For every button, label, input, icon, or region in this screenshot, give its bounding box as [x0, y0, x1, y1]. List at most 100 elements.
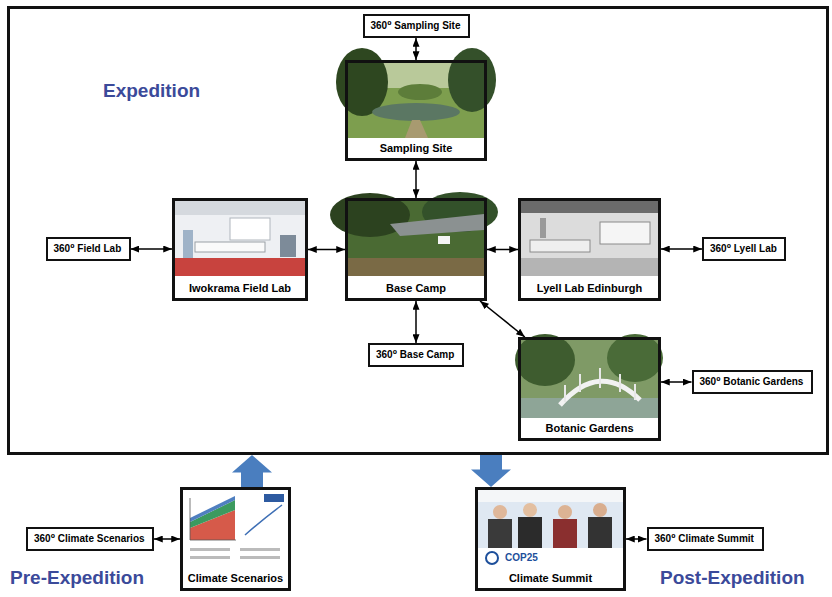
- tree: [607, 334, 663, 382]
- text-line: [190, 548, 230, 551]
- scene-caption: Climate Scenarios: [183, 568, 288, 588]
- banner: [478, 548, 623, 568]
- bush: [398, 84, 442, 100]
- tree: [336, 48, 388, 116]
- head: [558, 505, 572, 519]
- tree: [448, 48, 496, 112]
- cabinet: [600, 222, 650, 244]
- cabinet: [183, 230, 193, 258]
- view-360-label: 360⁰ Climate Scenarios: [34, 529, 146, 549]
- device: [280, 235, 296, 257]
- scene-box: Climate Summit: [475, 487, 626, 591]
- scene-caption: Iwokrama Field Lab: [175, 278, 305, 298]
- view-360-label: 360⁰ Field Lab: [54, 239, 123, 259]
- scene-box: Iwokrama Field Lab: [172, 198, 308, 301]
- link-arrow: [415, 161, 417, 198]
- link-arrow: [487, 249, 518, 251]
- scene-caption: Sampling Site: [348, 138, 484, 158]
- view-360-label: 360⁰ Climate Summit: [655, 529, 756, 549]
- view-360-label: 360⁰ Botanic Gardens: [700, 372, 805, 392]
- view-360-box: 360⁰ Botanic Gardens: [692, 370, 813, 394]
- edges: [131, 38, 703, 539]
- axes: [190, 498, 236, 540]
- link-arrow: [661, 248, 702, 250]
- pond: [372, 103, 460, 121]
- phase-label: Post-Expedition: [660, 567, 805, 589]
- logo-text: COP25: [503, 551, 540, 565]
- view-360-label: 360⁰ Base Camp: [376, 345, 456, 365]
- bench: [530, 240, 590, 252]
- badge: [264, 494, 284, 502]
- scene-caption: Base Camp: [348, 278, 484, 298]
- block-arrow: [471, 455, 511, 487]
- scene-box: Lyell Lab Edinburgh: [518, 198, 661, 301]
- scene-box: Base Camp: [345, 198, 487, 301]
- lyell-lab-picture: [521, 201, 658, 276]
- scene-box: Botanic Gardens: [518, 337, 661, 441]
- floor: [175, 258, 305, 276]
- view-360-box: 360⁰ Climate Summit: [647, 527, 764, 551]
- link-arrow: [308, 249, 345, 251]
- ceiling: [175, 201, 305, 215]
- view-360-box: 360⁰ Sampling Site: [363, 14, 470, 38]
- link-arrow: [661, 381, 692, 383]
- stage-region: Expedition 360⁰ Sampling SiteSampling Sit…: [7, 6, 829, 455]
- ground: [348, 258, 484, 276]
- link-arrow: [626, 538, 647, 540]
- person: [488, 519, 512, 548]
- text-line: [240, 556, 280, 559]
- region-heading: Expedition: [103, 80, 200, 102]
- window: [230, 218, 270, 240]
- climate-scenarios-picture: [183, 490, 288, 568]
- view-360-box: 360⁰ Field Lab: [46, 237, 131, 261]
- person: [518, 517, 542, 548]
- tree: [515, 334, 575, 386]
- text-line: [190, 556, 230, 559]
- scene-box: Climate Scenarios: [180, 487, 291, 591]
- link-arrow: [415, 301, 417, 343]
- backdrop: [478, 490, 623, 502]
- chart-ground: [183, 490, 288, 568]
- scene-box: Sampling Site: [345, 60, 487, 161]
- view-360-box: 360⁰ Lyell Lab: [702, 237, 786, 261]
- floor: [521, 258, 658, 276]
- logo-ring: [486, 552, 498, 564]
- area-band: [190, 496, 235, 522]
- head: [593, 503, 607, 517]
- head: [493, 505, 507, 519]
- base-camp-picture: [330, 192, 498, 276]
- table: [195, 242, 265, 252]
- phase-label: Pre-Expedition: [10, 567, 144, 589]
- area-band: [190, 500, 235, 528]
- path: [405, 120, 428, 138]
- link-arrow: [154, 538, 180, 540]
- water: [521, 398, 658, 418]
- view-360-box: 360⁰ Base Camp: [368, 343, 464, 367]
- sign: [438, 236, 450, 244]
- link-arrow: [415, 38, 417, 60]
- scene-caption: Botanic Gardens: [521, 418, 658, 438]
- trend-line: [245, 505, 282, 535]
- person: [553, 519, 577, 548]
- view-360-label: 360⁰ Sampling Site: [371, 16, 462, 36]
- field-lab-picture: [175, 201, 305, 276]
- hall: [478, 490, 623, 568]
- bridge-rails: [565, 368, 635, 402]
- climate-summit-picture: [478, 490, 623, 568]
- view-360-label: 360⁰ Lyell Lab: [710, 239, 778, 259]
- scene-caption: Lyell Lab Edinburgh: [521, 278, 658, 298]
- room: [175, 201, 305, 276]
- text-line: [240, 548, 280, 551]
- head: [523, 503, 537, 517]
- block-arrow: [232, 455, 272, 487]
- person: [588, 517, 612, 548]
- device: [540, 218, 546, 238]
- link-arrow: [480, 301, 525, 337]
- scene-caption: Climate Summit: [478, 568, 623, 588]
- tarp: [390, 214, 484, 236]
- botanic-gardens-picture: [515, 334, 663, 418]
- room: [521, 201, 658, 276]
- view-360-box: 360⁰ Climate Scenarios: [26, 527, 154, 551]
- window-band: [521, 201, 658, 213]
